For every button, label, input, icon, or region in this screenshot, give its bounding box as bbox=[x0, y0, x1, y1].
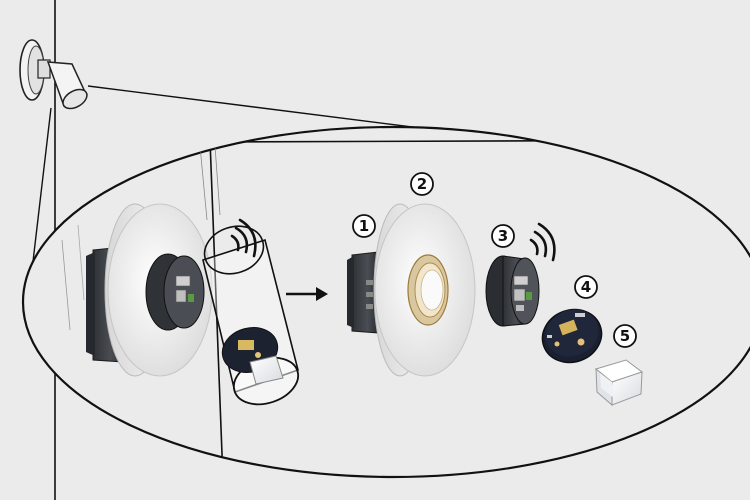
callout-2: 2 bbox=[410, 172, 434, 196]
callout-3-label: 3 bbox=[498, 227, 508, 245]
part-3-sensor-insert bbox=[485, 255, 540, 327]
detail-cylinder bbox=[202, 225, 300, 406]
callout-1-label: 1 bbox=[359, 217, 369, 235]
part-4-circuit-board bbox=[541, 308, 603, 364]
wireless-signal-icon bbox=[529, 222, 556, 262]
wall-spotlight-icon bbox=[19, 39, 88, 110]
callout-2-label: 2 bbox=[417, 175, 427, 193]
part-1-back-housing bbox=[347, 251, 379, 334]
callout-4-label: 4 bbox=[581, 278, 591, 296]
sensor-insert bbox=[145, 253, 205, 331]
callout-5-label: 5 bbox=[620, 327, 630, 345]
callout-3: 3 bbox=[491, 224, 515, 248]
projection-lines bbox=[31, 85, 421, 271]
callout-5: 5 bbox=[613, 324, 637, 348]
part-2-cover-disc bbox=[373, 203, 476, 377]
wireless-signal-icon bbox=[230, 218, 257, 258]
part-5-lens-cover bbox=[594, 359, 644, 407]
assembled-unit bbox=[86, 203, 300, 406]
callout-1: 1 bbox=[352, 214, 376, 238]
callout-4: 4 bbox=[574, 275, 598, 299]
right-arrow-icon bbox=[286, 287, 328, 301]
